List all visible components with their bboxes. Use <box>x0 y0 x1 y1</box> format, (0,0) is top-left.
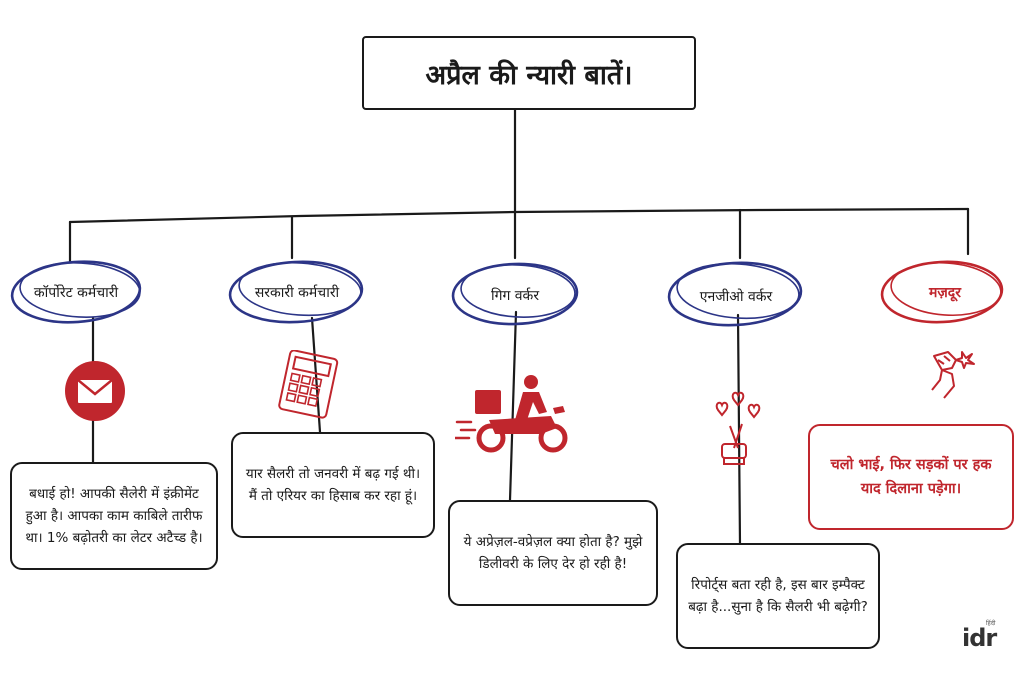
node-label-labourer: मज़दूर <box>929 285 961 301</box>
raised-fist-icon <box>918 346 982 406</box>
envelope-icon <box>64 360 126 426</box>
node-label-ngo-worker: एनजीओ वर्कर <box>699 289 773 305</box>
bubble-labourer: चलो भाई, फिर सड़कों पर हक याद दिलाना पड़… <box>808 424 1014 530</box>
node-label-corporate: कॉर्पोरेट कर्मचारी <box>33 285 119 301</box>
calculator-icon <box>276 349 340 424</box>
idr-logo: idr <box>962 624 997 652</box>
bubble-ngo-worker: रिपोर्ट्स बता रही है, इस बार इम्पैक्ट बढ… <box>676 543 880 649</box>
delivery-scooter-icon <box>453 372 573 462</box>
bubble-government: यार सैलरी तो जनवरी में बढ़ गई थी। मैं तो… <box>231 432 435 538</box>
bubble-corporate: बधाई हो! आपकी सैलेरी में इंक्रीमेंट हुआ … <box>10 462 218 570</box>
crossed-fingers-hearts-icon <box>708 388 768 472</box>
bubble-gig-worker: ये अप्रेज़ल-वप्रेज़ल क्या होता है? मुझे … <box>448 500 658 606</box>
diagram-title: अप्रैल की न्यारी बातें। <box>362 36 696 110</box>
node-label-government: सरकारी कर्मचारी <box>254 285 340 301</box>
node-label-gig-worker: गिग वर्कर <box>490 288 540 304</box>
idr-logo-sup: हिंदी <box>986 620 996 627</box>
